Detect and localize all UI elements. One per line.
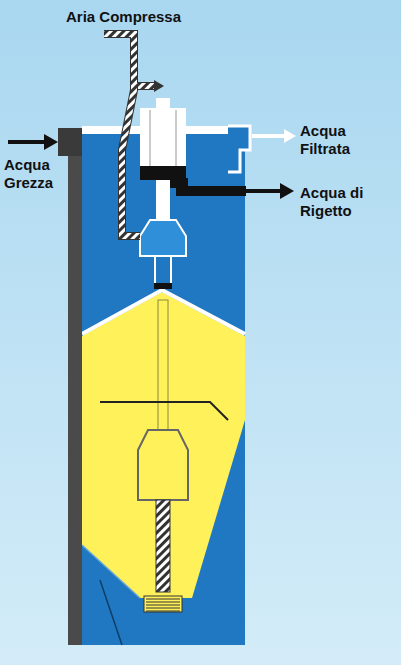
reject-arrow-head bbox=[280, 183, 294, 199]
air-pipe-outline bbox=[104, 34, 156, 86]
inlet-arrow-head bbox=[44, 134, 58, 150]
inlet-arrow-line bbox=[8, 140, 48, 144]
sand-bed bbox=[82, 292, 245, 598]
washer-stem bbox=[156, 180, 170, 220]
air-lift-neck bbox=[155, 256, 171, 286]
air-lift-pipe bbox=[156, 500, 170, 592]
washer-cap bbox=[156, 98, 170, 112]
tank-water bbox=[82, 130, 245, 645]
washer-line bbox=[150, 110, 151, 168]
washer-line bbox=[176, 110, 177, 168]
air-lift-head bbox=[140, 220, 186, 256]
reject-pipe bbox=[176, 186, 246, 196]
flow-label: Acqua di Rigetto bbox=[300, 184, 380, 220]
filtered-arrow-head bbox=[284, 129, 296, 143]
overflow-weir bbox=[228, 126, 250, 172]
feed-distributor bbox=[138, 430, 188, 500]
air-lift-tube bbox=[158, 300, 168, 430]
air-pipe-down bbox=[122, 86, 140, 236]
air-pipe bbox=[104, 34, 156, 86]
reject-arrow-line bbox=[244, 189, 284, 193]
washer-block bbox=[140, 166, 186, 180]
filtered-arrow-line bbox=[252, 134, 288, 138]
flow-label: Acqua Filtrata bbox=[300, 122, 370, 158]
tank-wall bbox=[68, 130, 82, 645]
washer-box bbox=[140, 108, 186, 170]
bottom-line bbox=[100, 580, 122, 645]
flow-label: Aria Compressa bbox=[66, 8, 226, 26]
distributor-arm bbox=[100, 402, 228, 420]
air-arrow-head bbox=[154, 80, 164, 92]
cone-edge bbox=[82, 545, 140, 598]
bottom-screw bbox=[144, 596, 182, 612]
air-pipe-down-outline bbox=[122, 86, 140, 236]
flow-label: Acqua Grezza bbox=[4, 156, 62, 192]
inlet-flange bbox=[58, 128, 82, 156]
neck-ring bbox=[154, 283, 172, 289]
